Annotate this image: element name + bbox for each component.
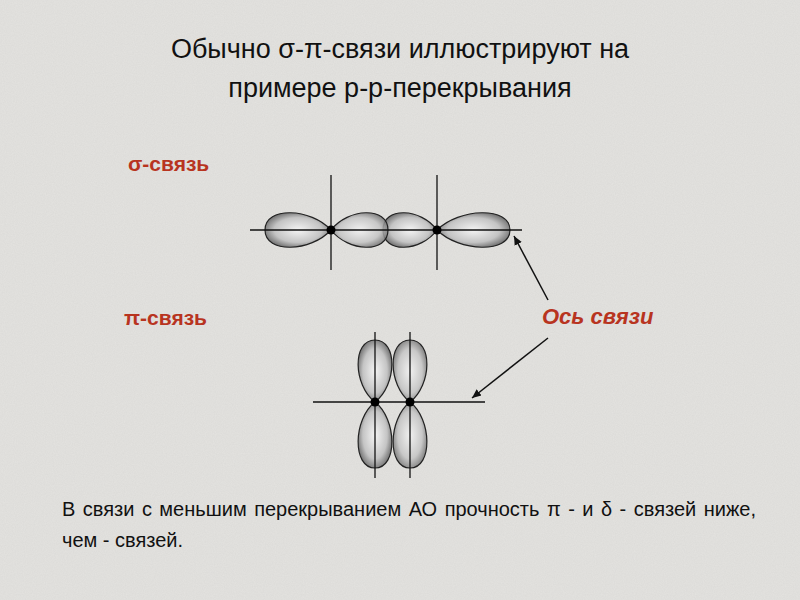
pi-orbitals [358, 340, 427, 468]
note-text: В связи с меньшим перекрыванием АО прочн… [62, 494, 756, 556]
leader-arrow [472, 338, 548, 398]
bond-label: π-связь [124, 306, 207, 330]
nucleus [433, 226, 442, 235]
pi-axes [313, 332, 485, 478]
bond-label: σ-связь [128, 152, 209, 176]
axis-label: Ось связи [542, 304, 653, 330]
nucleus [327, 226, 336, 235]
nucleus [371, 398, 380, 407]
nucleus [406, 398, 415, 407]
leader-arrow [514, 236, 548, 300]
slide-title: Обычно σ-π-связи иллюстрируют на примере… [160, 30, 640, 108]
sigma-axes [250, 175, 522, 270]
